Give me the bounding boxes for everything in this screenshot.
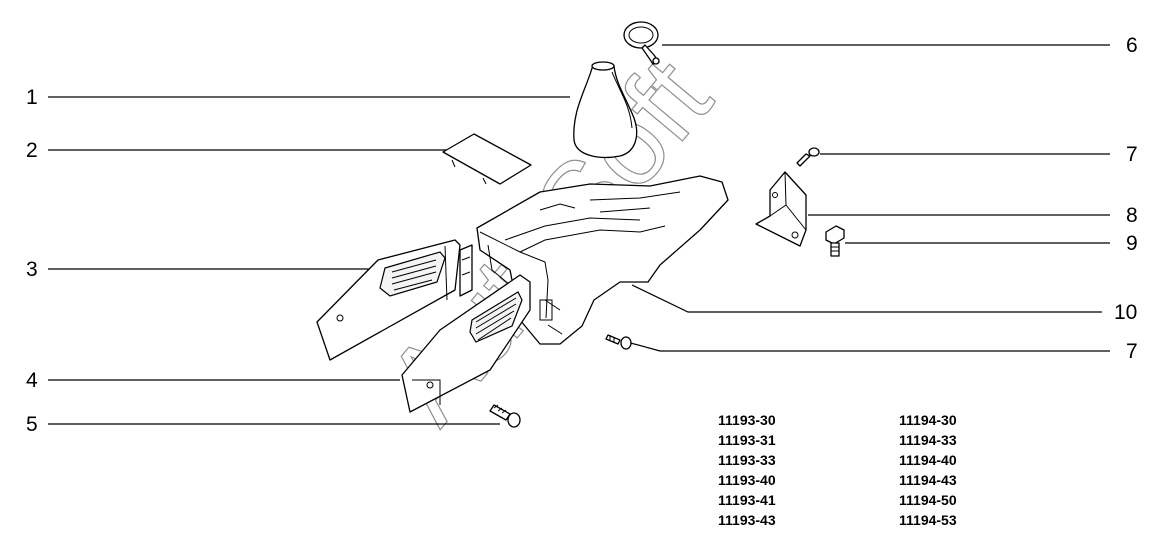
model-code: 11194-33 <box>899 432 957 448</box>
model-code: 11194-50 <box>899 492 957 508</box>
callout-6: 6 <box>1126 34 1138 57</box>
callout-7-lower: 7 <box>1126 340 1138 363</box>
screw-7-upper <box>796 147 820 167</box>
model-code: 11194-30 <box>899 412 957 428</box>
callout-7-upper: 7 <box>1126 143 1138 166</box>
callout-3: 3 <box>26 258 38 281</box>
callout-8: 8 <box>1126 204 1138 227</box>
model-code: 11193-40 <box>718 472 776 488</box>
hose-clamp <box>623 21 660 65</box>
model-code: 11193-33 <box>718 452 776 468</box>
model-code: 11193-41 <box>718 492 776 508</box>
screw-7-lower <box>605 334 632 350</box>
callout-9: 9 <box>1126 232 1138 255</box>
model-code: 11193-30 <box>718 412 776 428</box>
model-code: 11194-40 <box>899 452 957 468</box>
model-code: 11193-31 <box>718 432 776 448</box>
callout-10: 10 <box>1114 301 1137 324</box>
callout-5: 5 <box>26 413 38 436</box>
model-code: 11194-53 <box>899 512 957 528</box>
gear-boot <box>573 61 638 159</box>
screw-5 <box>489 404 521 428</box>
model-code: 11194-43 <box>899 472 957 488</box>
bracket <box>755 171 807 247</box>
cover-plate <box>442 133 532 185</box>
model-codes-left-column: 11193-30 11193-31 11193-33 11193-40 1119… <box>718 410 838 530</box>
side-clip <box>459 244 473 297</box>
right-side-panel <box>401 274 531 413</box>
leader-lines <box>48 44 1110 425</box>
left-side-panel <box>316 239 461 361</box>
model-code: 11193-43 <box>718 512 776 528</box>
bolt <box>825 225 845 257</box>
callout-4: 4 <box>26 369 38 392</box>
callout-1: 1 <box>26 86 38 109</box>
callout-labels: 1 2 3 4 5 6 7 8 9 10 7 <box>26 34 1138 436</box>
model-codes-right-column: 11194-30 11194-33 11194-40 11194-43 1119… <box>899 410 1019 530</box>
callout-2: 2 <box>26 139 38 162</box>
